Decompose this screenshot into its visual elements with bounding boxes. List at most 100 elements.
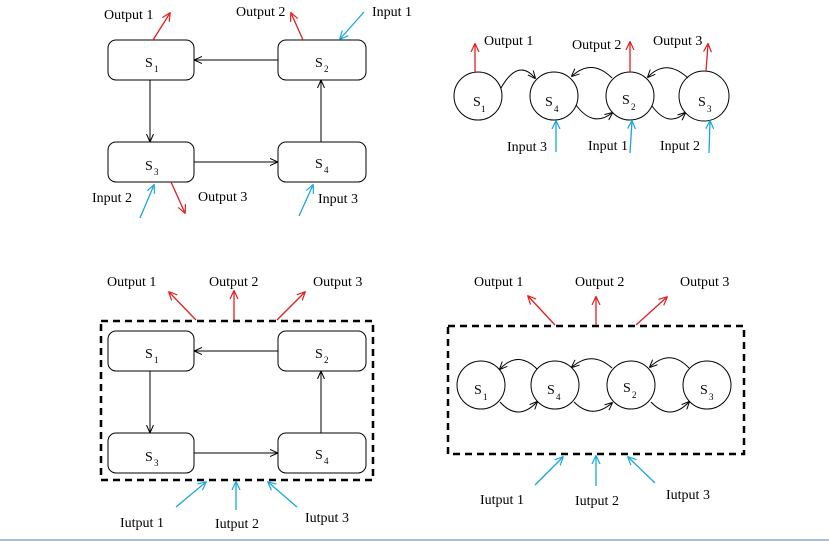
state-subscript-s2: 2 xyxy=(324,64,329,74)
output-label-2: Output 2 xyxy=(236,5,285,20)
transition-arc-s2-s3 xyxy=(651,105,685,119)
output-arrow-1 xyxy=(528,296,556,326)
state-box-s4 xyxy=(277,141,367,183)
output-label-2: Output 2 xyxy=(572,38,621,53)
transition-arc-s2-s4 xyxy=(572,67,613,79)
input-arrow-1 xyxy=(534,457,563,486)
input-arrow-1 xyxy=(340,11,365,39)
transition-arc-s2-s3 xyxy=(650,402,689,413)
output-label-3: Output 3 xyxy=(653,34,702,49)
state-subscript-s3: 3 xyxy=(707,104,712,114)
input-label-3: Input 3 xyxy=(507,140,547,155)
input-label-2: Input 2 xyxy=(660,139,700,154)
panel-c: S 1 S 2 S 3 S 4 Output 1 Output 2 Output… xyxy=(99,275,375,532)
state-letter: S xyxy=(622,93,630,108)
state-subscript-s3: 3 xyxy=(709,392,714,402)
output-label-1: Output 1 xyxy=(107,275,156,290)
state-letter: S xyxy=(315,157,323,172)
state-letter: S xyxy=(473,95,481,110)
output-label-3: Output 3 xyxy=(313,275,362,290)
system-boundary xyxy=(99,319,375,482)
input-label-2: Input 2 xyxy=(92,191,132,206)
state-subscript-s1: 1 xyxy=(154,355,159,365)
transition-arc-s4-s2 xyxy=(573,402,612,412)
input-arrow-1 xyxy=(630,121,632,154)
input-arrow-1 xyxy=(175,482,206,508)
state-subscript-s1: 1 xyxy=(481,104,486,114)
state-letter: S xyxy=(623,381,631,396)
panel-b: S 1 S 4 S 2 S 3 Output 1 Output 2 Output… xyxy=(453,34,730,155)
input-label-2: Iutput 2 xyxy=(215,517,259,532)
state-subscript-s3: 3 xyxy=(154,167,159,177)
panel-d: S 1 S 4 S 2 S 3 Output 1 Output 2 Output… xyxy=(446,275,746,509)
state-letter: S xyxy=(315,56,323,71)
state-circle-s2 xyxy=(605,71,655,121)
state-subscript-s4: 4 xyxy=(554,104,559,114)
output-arrow-2 xyxy=(291,13,304,41)
transition-arc-s4-s1 xyxy=(500,359,538,370)
state-subscript-s4: 4 xyxy=(324,165,329,175)
state-letter: S xyxy=(545,95,553,110)
state-circle-s3 xyxy=(678,70,730,122)
state-circle-s1 xyxy=(453,71,503,121)
output-label-1: Output 1 xyxy=(474,275,523,290)
state-subscript-s2: 2 xyxy=(324,355,329,365)
output-label-2: Output 2 xyxy=(209,275,258,290)
transition-arc-s2-s4 xyxy=(572,358,613,368)
state-letter: S xyxy=(315,347,323,362)
state-box-s4 xyxy=(277,432,367,474)
output-label-1: Output 1 xyxy=(104,8,153,23)
output-label-1: Output 1 xyxy=(484,34,533,49)
system-boundary xyxy=(446,324,746,456)
input-label-1: Input 1 xyxy=(588,139,628,154)
state-circle-s4 xyxy=(530,360,580,410)
input-arrow-3 xyxy=(628,457,656,484)
state-letter: S xyxy=(698,95,706,110)
state-subscript-s1: 1 xyxy=(483,392,488,402)
state-letter: S xyxy=(145,347,153,362)
state-letter: S xyxy=(145,450,153,465)
transition-arc-s4-s2 xyxy=(575,104,612,119)
transition-arc-s1-s4 xyxy=(500,69,535,89)
state-circle-s3 xyxy=(682,360,732,410)
state-letter: S xyxy=(315,448,323,463)
state-subscript-s4: 4 xyxy=(556,392,561,402)
output-arrow-3 xyxy=(635,297,667,326)
state-circle-s2 xyxy=(606,360,656,410)
output-label-2: Output 2 xyxy=(575,275,624,290)
state-circle-s1 xyxy=(456,360,506,410)
input-arrow-2 xyxy=(709,121,710,154)
state-subscript-s2: 2 xyxy=(632,390,637,400)
input-arrow-3 xyxy=(298,185,313,217)
input-arrow-2 xyxy=(139,185,154,219)
output-label-3: Output 3 xyxy=(680,275,729,290)
input-label-1: Iutput 1 xyxy=(480,493,524,508)
transition-arc-s3-s2 xyxy=(648,67,689,78)
state-letter: S xyxy=(145,56,153,71)
input-label-2: Iutput 2 xyxy=(575,494,619,509)
output-arrow-1 xyxy=(169,292,197,321)
output-arrow-3 xyxy=(170,181,185,213)
output-label-3: Output 3 xyxy=(198,190,247,205)
input-label-1: Input 1 xyxy=(372,5,412,20)
state-subscript-s1: 1 xyxy=(154,64,159,74)
transition-arc-s3-s2 xyxy=(650,357,690,368)
state-letter: S xyxy=(474,383,482,398)
state-subscript-s4: 4 xyxy=(324,456,329,466)
output-arrow-3 xyxy=(706,44,708,72)
state-letter: S xyxy=(547,383,555,398)
transition-arc-s1-s4 xyxy=(499,402,537,413)
input-label-3: Input 3 xyxy=(318,192,358,207)
input-label-3: Iutput 3 xyxy=(305,511,349,526)
input-arrow-3 xyxy=(268,482,298,508)
panel-a: S 1 S 2 S 3 S 4 Output 1 Output 2 Output… xyxy=(92,5,412,219)
state-subscript-s2: 2 xyxy=(631,102,636,112)
output-arrow-3 xyxy=(276,292,305,321)
input-label-3: Iutput 3 xyxy=(666,488,710,503)
output-arrow-1 xyxy=(152,13,170,41)
input-label-1: Iutput 1 xyxy=(120,516,164,531)
state-letter: S xyxy=(145,159,153,174)
state-letter: S xyxy=(700,383,708,398)
state-subscript-s3: 3 xyxy=(154,458,159,468)
